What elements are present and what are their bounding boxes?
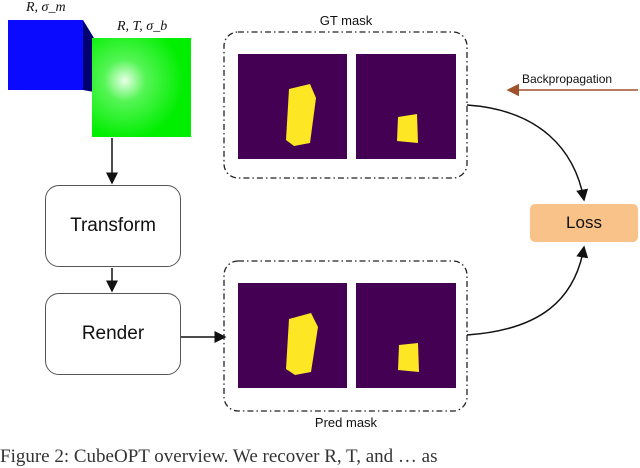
blue-cube-face — [8, 20, 83, 90]
green-cube-face — [92, 38, 191, 137]
green-cube-label: R, T, σ_b — [117, 19, 168, 34]
pred-mask-2 — [356, 283, 456, 388]
arrow-gt-to-loss — [466, 104, 589, 202]
loss-box: Loss — [530, 204, 638, 242]
pred-mask-label: Pred mask — [314, 415, 378, 430]
transform-box: Transform — [45, 185, 181, 267]
gt-mask-2 — [356, 54, 456, 159]
gt-mask-2-blob — [397, 114, 418, 143]
pred-mask-2-blob — [398, 343, 419, 372]
pred-mask-group-border — [223, 260, 468, 412]
pred-mask-1-blob — [286, 313, 318, 375]
figure-caption: Figure 2: CubeOPT overview. We recover R… — [0, 446, 438, 467]
backprop-label: Backpropagation — [522, 72, 613, 86]
blue-cube-side — [83, 20, 94, 92]
blue-cube-label: R, σ_m — [26, 0, 66, 15]
arrow-pred-to-loss — [466, 245, 589, 336]
gt-mask-label: GT mask — [319, 13, 373, 28]
render-box: Render — [45, 293, 181, 375]
gt-mask-1-blob — [286, 84, 316, 146]
